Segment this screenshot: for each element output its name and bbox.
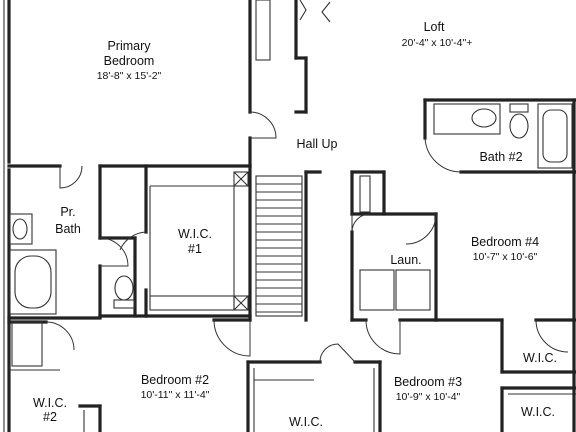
loft-dims: 20'-4" x 10'-4"+ [402, 37, 473, 49]
bedroom3-dims: 10'-9" x 10'-4" [396, 391, 461, 403]
bedroom2-dims: 10'-11" x 11'-4" [141, 389, 210, 401]
wic1-label-line2: #1 [188, 242, 202, 256]
bedroom4-dims: 10'-7" x 10'-6" [473, 251, 538, 263]
hall-up-label: Hall Up [297, 137, 338, 151]
bedroom3-label: Bedroom #3 [394, 375, 462, 389]
wic-center-label: W.I.C. [289, 415, 323, 429]
bath2-label: Bath #2 [479, 150, 522, 164]
bedroom4-label: Bedroom #4 [471, 235, 539, 249]
wic2-label-line1: W.I.C. [33, 396, 67, 410]
primary-bedroom-label-line2: Bedroom [104, 54, 155, 68]
pr-bath-label-line2: Bath [55, 222, 81, 236]
wic2-label-line2: #2 [43, 410, 57, 424]
laundry-label: Laun. [390, 253, 421, 267]
wic1-label-line1: W.I.C. [178, 227, 212, 241]
primary-bedroom-label-line1: Primary [107, 39, 151, 53]
door-swings [45, 111, 569, 363]
bedroom2-label: Bedroom #2 [141, 373, 209, 387]
wic-right-lower-label: W.I.C. [521, 405, 555, 419]
walls [3, 0, 576, 432]
wic-right-label: W.I.C. [523, 351, 557, 365]
primary-bedroom-dims: 18'-8" x 15'-2" [97, 70, 162, 82]
room-labels: Primary Bedroom 18'-8" x 15'-2" Loft 20'… [33, 20, 557, 429]
fixtures [9, 103, 573, 367]
pr-bath-label-line1: Pr. [60, 205, 75, 219]
staircase [255, 175, 303, 317]
loft-label: Loft [424, 20, 445, 34]
